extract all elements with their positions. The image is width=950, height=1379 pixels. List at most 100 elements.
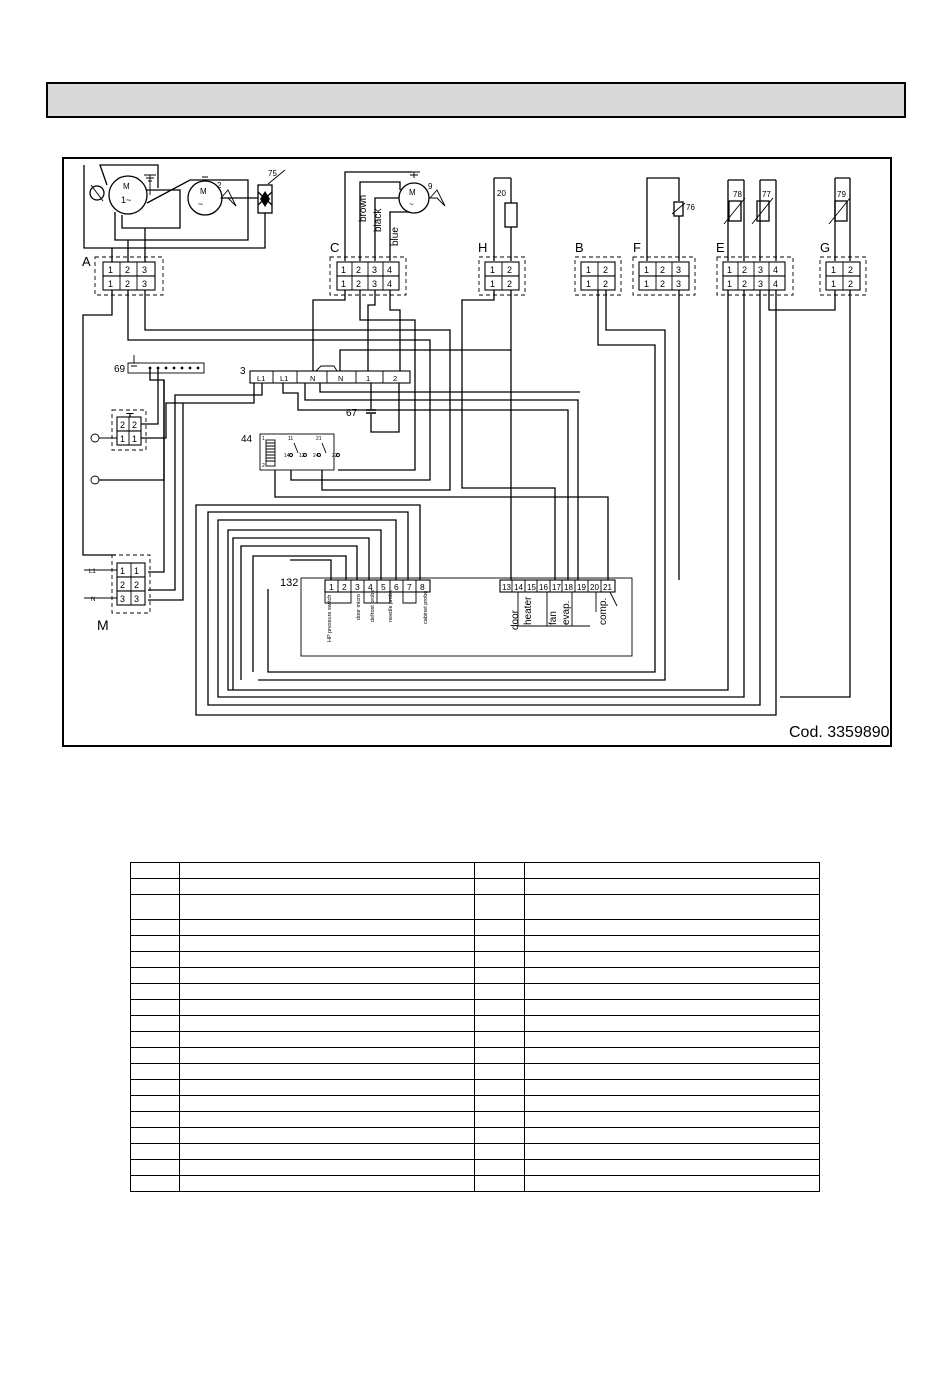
legend-cell: [179, 935, 476, 952]
svg-text:3: 3: [134, 594, 139, 604]
connector-t: T 22 11: [90, 368, 255, 485]
svg-text:2: 2: [120, 580, 125, 590]
sensor-76: 76: [646, 177, 695, 261]
legend-row: [129, 951, 821, 968]
legend-cell: [129, 862, 181, 879]
svg-text:4: 4: [387, 279, 392, 289]
b132-t7: 7: [407, 582, 412, 592]
legend-cell: [523, 878, 821, 895]
svg-text:3: 3: [372, 279, 377, 289]
legend-cell: [523, 1175, 821, 1192]
legend-cell: [523, 1063, 821, 1080]
legend-cell: [179, 999, 476, 1016]
connector-g-label: G: [820, 240, 830, 255]
legend-cell: [474, 1031, 525, 1048]
b132-label-door: door: [510, 609, 521, 630]
svg-text:3: 3: [758, 265, 763, 275]
relay-44: 44 1 11 21 14 12 24 22 2: [241, 433, 340, 471]
b132-t14: 14: [514, 583, 523, 592]
svg-text:2: 2: [125, 265, 130, 275]
b132-t13: 13: [502, 583, 511, 592]
legend-cell: [523, 1079, 821, 1096]
b132-t18: 18: [564, 583, 573, 592]
svg-text:2: 2: [603, 279, 608, 289]
svg-text:2: 2: [742, 265, 747, 275]
legend-cell: [474, 951, 525, 968]
legend-cell: [474, 1159, 525, 1176]
relay-c22: 22: [332, 453, 338, 459]
wiring-diagram-frame: [62, 157, 892, 747]
legend-cell: [179, 1047, 476, 1064]
legend-row: [129, 999, 821, 1016]
legend-cell: [129, 1175, 181, 1192]
b132-t6: 6: [394, 582, 399, 592]
svg-text:2: 2: [125, 279, 130, 289]
legend-cell: [523, 862, 821, 879]
relay-c12: 12: [299, 453, 305, 459]
legend-cell: [179, 1063, 476, 1080]
legend-cell: [129, 1047, 181, 1064]
legend-cell: [523, 967, 821, 984]
legend-cell: [129, 999, 181, 1016]
ground-bar-69: 69: [114, 355, 205, 375]
relay-c24: 24: [313, 453, 319, 459]
terminal-block-3: 3 L1 L1 N N 1 2: [240, 365, 411, 384]
svg-text:3: 3: [142, 265, 147, 275]
legend-row: [129, 1143, 821, 1160]
svg-text:2: 2: [356, 279, 361, 289]
legend-cell: [474, 894, 525, 920]
legend-cell: [523, 1095, 821, 1112]
supply-l1-label: L1: [89, 569, 96, 575]
b132-label-evap: evap.: [561, 601, 572, 625]
svg-text:3: 3: [142, 279, 147, 289]
legend-cell: [129, 935, 181, 952]
b132-label-heater: heater: [523, 596, 534, 625]
legend-cell: [129, 967, 181, 984]
svg-text:3: 3: [676, 279, 681, 289]
svg-text:1: 1: [108, 279, 113, 289]
label-c79: 79: [837, 190, 846, 199]
legend-cell: [129, 1143, 181, 1160]
legend-cell: [179, 1111, 476, 1128]
svg-text:4: 4: [773, 265, 778, 275]
label-c75: 75: [268, 169, 277, 178]
relay-c1: 1: [262, 436, 265, 442]
label-c76: 76: [686, 203, 695, 212]
tb3-l1-b: L1: [280, 374, 288, 383]
legend-cell: [129, 919, 181, 936]
legend-cell: [129, 1031, 181, 1048]
legend-cell: [474, 1079, 525, 1096]
legend-cell: [179, 1031, 476, 1048]
legend-cell: [523, 894, 821, 920]
legend-cell: [179, 951, 476, 968]
b132-label-fan: fan: [548, 611, 559, 625]
label-c78: 78: [733, 190, 742, 199]
legend-cell: [179, 862, 476, 879]
legend-row: [129, 967, 821, 984]
b132-t4: 4: [368, 582, 373, 592]
legend-cell: [474, 1127, 525, 1144]
legend-cell: [129, 1079, 181, 1096]
b132-t5: 5: [381, 582, 386, 592]
legend-cell: [179, 1143, 476, 1160]
svg-text:2: 2: [603, 265, 608, 275]
section-header-bar: [46, 82, 906, 118]
legend-cell: [179, 919, 476, 936]
legend-row: [129, 1015, 821, 1032]
svg-text:~: ~: [409, 200, 414, 209]
legend-cell: [474, 935, 525, 952]
b132-label-door-micro: door micro: [356, 594, 362, 620]
svg-text:M: M: [123, 182, 130, 191]
sensor-79: 79: [828, 177, 851, 261]
svg-text:2: 2: [660, 279, 665, 289]
svg-text:2: 2: [134, 580, 139, 590]
connector-m-label: M: [97, 617, 109, 633]
drawing-code: Cod. 3359890: [789, 724, 890, 741]
legend-cell: [179, 1079, 476, 1096]
